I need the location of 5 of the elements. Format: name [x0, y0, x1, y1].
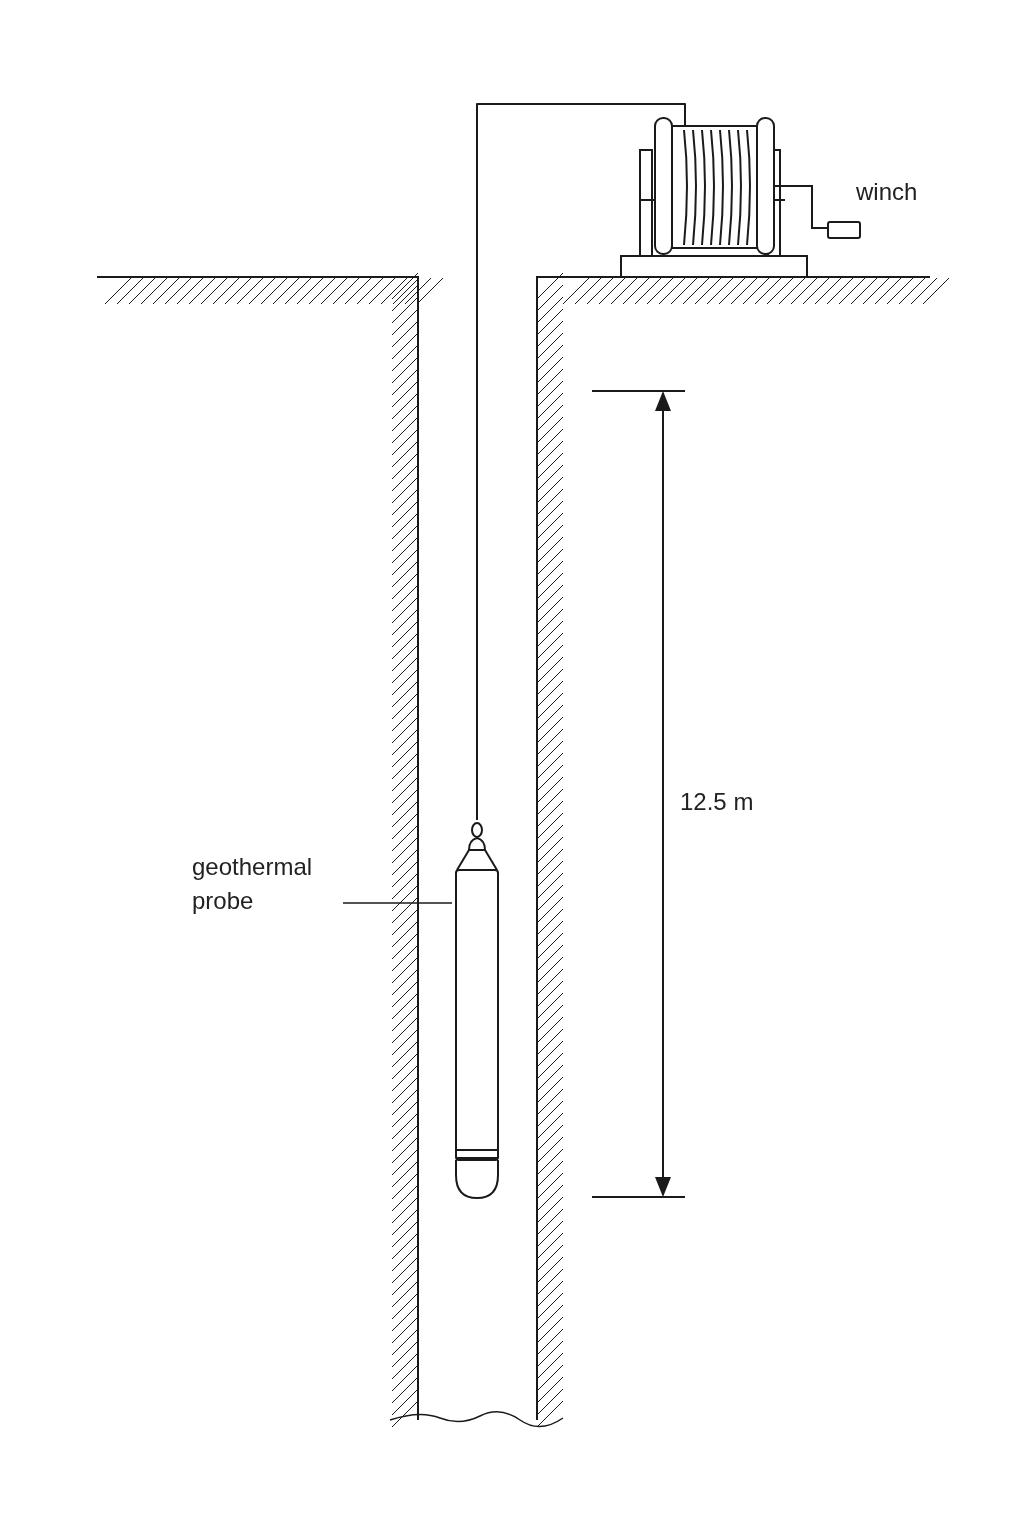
- part-label: geothermal probe: [192, 850, 337, 918]
- leader-line: [342, 902, 453, 904]
- part-label: winch: [856, 178, 918, 206]
- cable-line: [476, 103, 686, 821]
- dimension-label: 12.5 m: [680, 788, 754, 816]
